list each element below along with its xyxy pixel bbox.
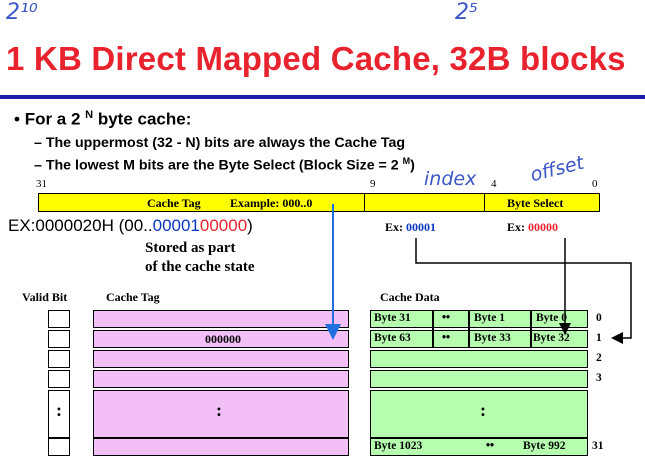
address-byte-select-label: Byte Select — [507, 196, 564, 210]
example-byte-value: 00000 — [528, 220, 558, 234]
data-row-31 — [370, 438, 588, 456]
data-dots-row-31: •• — [486, 440, 495, 452]
data-byte-63: Byte 63 — [374, 332, 411, 344]
valid-bit-row-0 — [48, 310, 70, 328]
index-1: 1 — [596, 332, 602, 344]
handwritten-index: index — [424, 168, 477, 190]
header-cache-data: Cache Data — [380, 290, 440, 304]
data-byte-1023: Byte 1023 — [374, 440, 423, 452]
data-row-0 — [370, 310, 588, 328]
index-0: 0 — [596, 312, 602, 324]
index-3: 3 — [596, 372, 602, 384]
subpoint-tag: – The uppermost (32 - N) bits are always… — [34, 135, 406, 151]
data-divider-b — [468, 310, 470, 348]
handwritten-2-to-10: 2¹⁰ — [6, 0, 38, 25]
bit-4: 4 — [491, 178, 497, 190]
data-byte-0: Byte 0 — [536, 312, 567, 324]
data-row-2 — [370, 350, 588, 368]
tag-row-ellipsis — [93, 390, 349, 438]
tag-row-1 — [93, 330, 349, 348]
valid-bit-row-1 — [48, 330, 70, 348]
example-index-label: Ex: — [385, 220, 406, 234]
bit-0: 0 — [592, 178, 598, 190]
bit-9: 9 — [370, 178, 376, 190]
subpoint-byte-select-text: – The lowest M bits are the Byte Select … — [34, 157, 403, 174]
data-byte-32: Byte 32 — [533, 332, 570, 344]
valid-bit-row-31 — [48, 438, 70, 456]
index-2: 2 — [596, 352, 602, 364]
data-byte-1: Byte 1 — [474, 312, 505, 324]
main-bullet: • For a 2 N byte cache: — [14, 109, 191, 130]
example-byte: Ex: 00000 — [507, 220, 558, 235]
address-tag-example: Example: 000..0 — [230, 196, 313, 210]
example-index-value: 00001 — [406, 220, 436, 234]
data-dots-row-0: •• — [442, 312, 451, 324]
slide-title: 1 KB Direct Mapped Cache, 32B blocks — [6, 40, 626, 77]
data-byte-33: Byte 33 — [474, 332, 511, 344]
example-index: Ex: 00001 — [385, 220, 436, 235]
bit-31: 31 — [36, 178, 47, 190]
address-tag-label: Cache Tag — [147, 196, 201, 210]
bullet-suffix: byte cache: — [93, 109, 192, 129]
data-row-3 — [370, 370, 588, 388]
tag-row-31 — [93, 438, 349, 456]
header-valid-bit: Valid Bit — [22, 290, 68, 304]
index-select-arrow — [415, 238, 632, 344]
valid-bit-row-3 — [48, 370, 70, 388]
data-row-1 — [370, 330, 588, 348]
subpoint-exponent: M — [402, 156, 411, 166]
data-divider-a — [432, 310, 434, 348]
index-31: 31 — [592, 440, 604, 452]
bullet-marker: • — [14, 109, 20, 129]
data-ellipsis: : — [480, 400, 486, 420]
data-byte-31: Byte 31 — [374, 312, 411, 324]
data-row-ellipsis — [370, 390, 588, 438]
example-byte-label: Ex: — [507, 220, 528, 234]
data-byte-992: Byte 992 — [523, 440, 566, 452]
title-underline — [0, 95, 645, 99]
bullet-exponent: N — [85, 109, 94, 121]
example-index-bits: 00001 — [152, 216, 200, 235]
subpoint-close: ) — [410, 157, 415, 174]
tag-row-2 — [93, 350, 349, 368]
address-byte-select-field — [484, 193, 600, 212]
tag-row-3 — [93, 370, 349, 388]
data-divider-c — [530, 310, 532, 348]
data-dots-row-1: •• — [442, 332, 451, 344]
header-cache-tag: Cache Tag — [106, 290, 160, 304]
valid-bit-row-ellipsis — [48, 390, 70, 438]
tag-row-1-value: 000000 — [205, 332, 241, 346]
example-address: EX:0000020H (00..0000100000) — [8, 216, 253, 236]
tag-row-0 — [93, 310, 349, 328]
tag-ellipsis: : — [216, 400, 222, 420]
handwritten-2-to-5: 2⁵ — [455, 0, 478, 25]
example-offset-bits: 00000 — [199, 216, 248, 235]
example-prefix: EX:0000020H (00.. — [8, 216, 153, 235]
valid-bit-row-2 — [48, 350, 70, 368]
example-suffix: ) — [247, 216, 253, 235]
bullet-prefix: For a 2 — [24, 109, 86, 129]
stored-note-line2: of the cache state — [145, 259, 255, 275]
subpoint-byte-select: – The lowest M bits are the Byte Select … — [34, 156, 415, 174]
valid-bit-ellipsis: : — [56, 400, 62, 420]
stored-note-line1: Stored as part — [145, 240, 236, 256]
